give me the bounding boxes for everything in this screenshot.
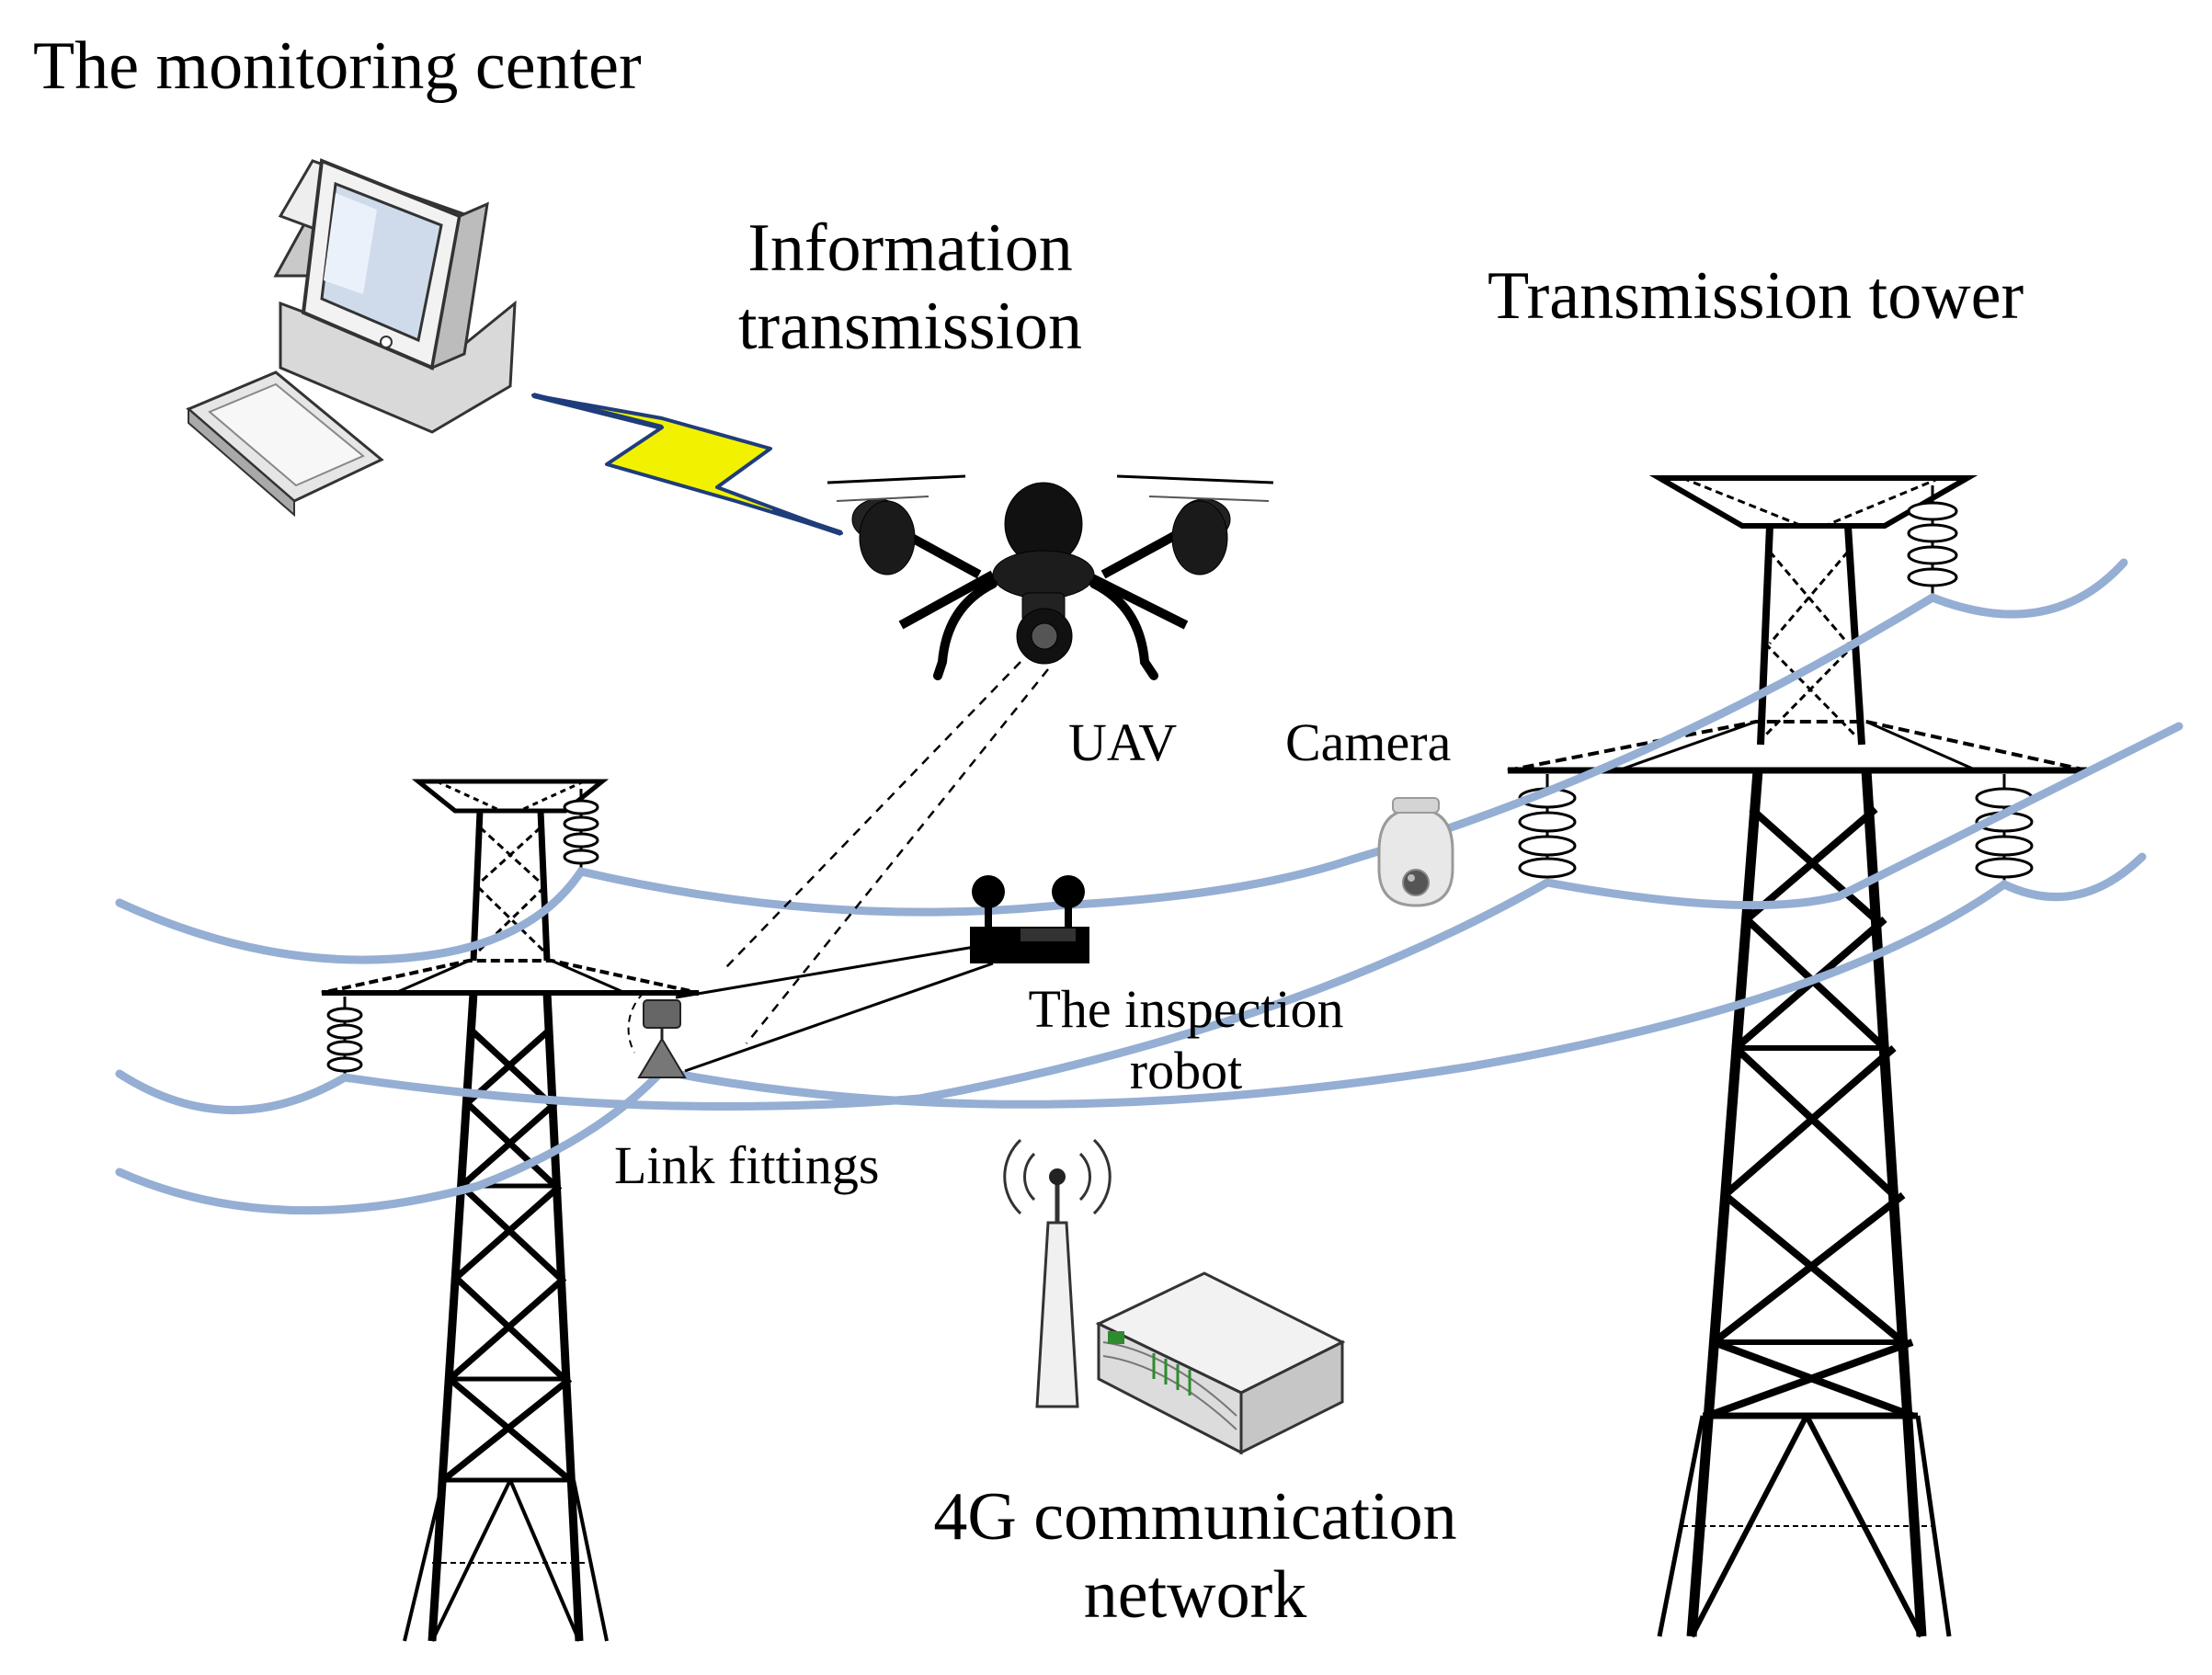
- link-fittings-label: Link fittings: [614, 1135, 880, 1195]
- router-box-icon: [1095, 1271, 1346, 1455]
- inspection-robot-icon: [675, 875, 1089, 1073]
- 4g-network-label: 4G communication network: [827, 1478, 1563, 1635]
- power-line-1: [115, 558, 2128, 964]
- 4g-network-line2: network: [1083, 1557, 1307, 1634]
- antenna-icon: [1003, 1138, 1112, 1408]
- insulator-left-top: [563, 789, 599, 872]
- camera-label: Camera: [1285, 712, 1452, 772]
- information-transmission-line2: transmission: [737, 289, 1083, 365]
- insulator-right-top: [1907, 485, 1958, 598]
- inspection-robot-label: The inspection robot: [961, 979, 1411, 1101]
- inspection-robot-line2: robot: [1129, 1040, 1243, 1100]
- 4g-network-line1: 4G communication: [933, 1479, 1457, 1555]
- insulator-right-arm-left: [1518, 774, 1577, 883]
- uav-drone-icon: [827, 474, 1274, 680]
- monitoring-center-label: The monitoring center: [33, 28, 642, 104]
- link-fitting-icon: [627, 992, 687, 1078]
- uav-label: UAV: [1068, 712, 1178, 772]
- power-line-3: [115, 852, 2147, 1215]
- information-transmission-line1: Information: [747, 211, 1073, 286]
- lightning-bolt-icon: [531, 393, 843, 536]
- inspection-robot-line1: The inspection: [1028, 979, 1344, 1039]
- computer-icon: [186, 158, 517, 518]
- insulators: [326, 485, 2034, 1077]
- dome-camera-icon: [1377, 797, 1454, 907]
- power-line-2: [115, 722, 2183, 1114]
- right-transmission-tower: [1507, 475, 2088, 1638]
- transmission-tower-label: Transmission tower: [1488, 258, 2024, 334]
- left-transmission-tower: [321, 779, 700, 1642]
- information-transmission-label: Information transmission: [634, 210, 1186, 366]
- insulator-left-arm: [326, 997, 363, 1077]
- uav-sight-lines: [725, 661, 1049, 1044]
- wireless-router-icon: [1003, 1138, 1346, 1455]
- power-lines: [115, 558, 2183, 1215]
- insulator-right-arm-right: [1975, 774, 2034, 884]
